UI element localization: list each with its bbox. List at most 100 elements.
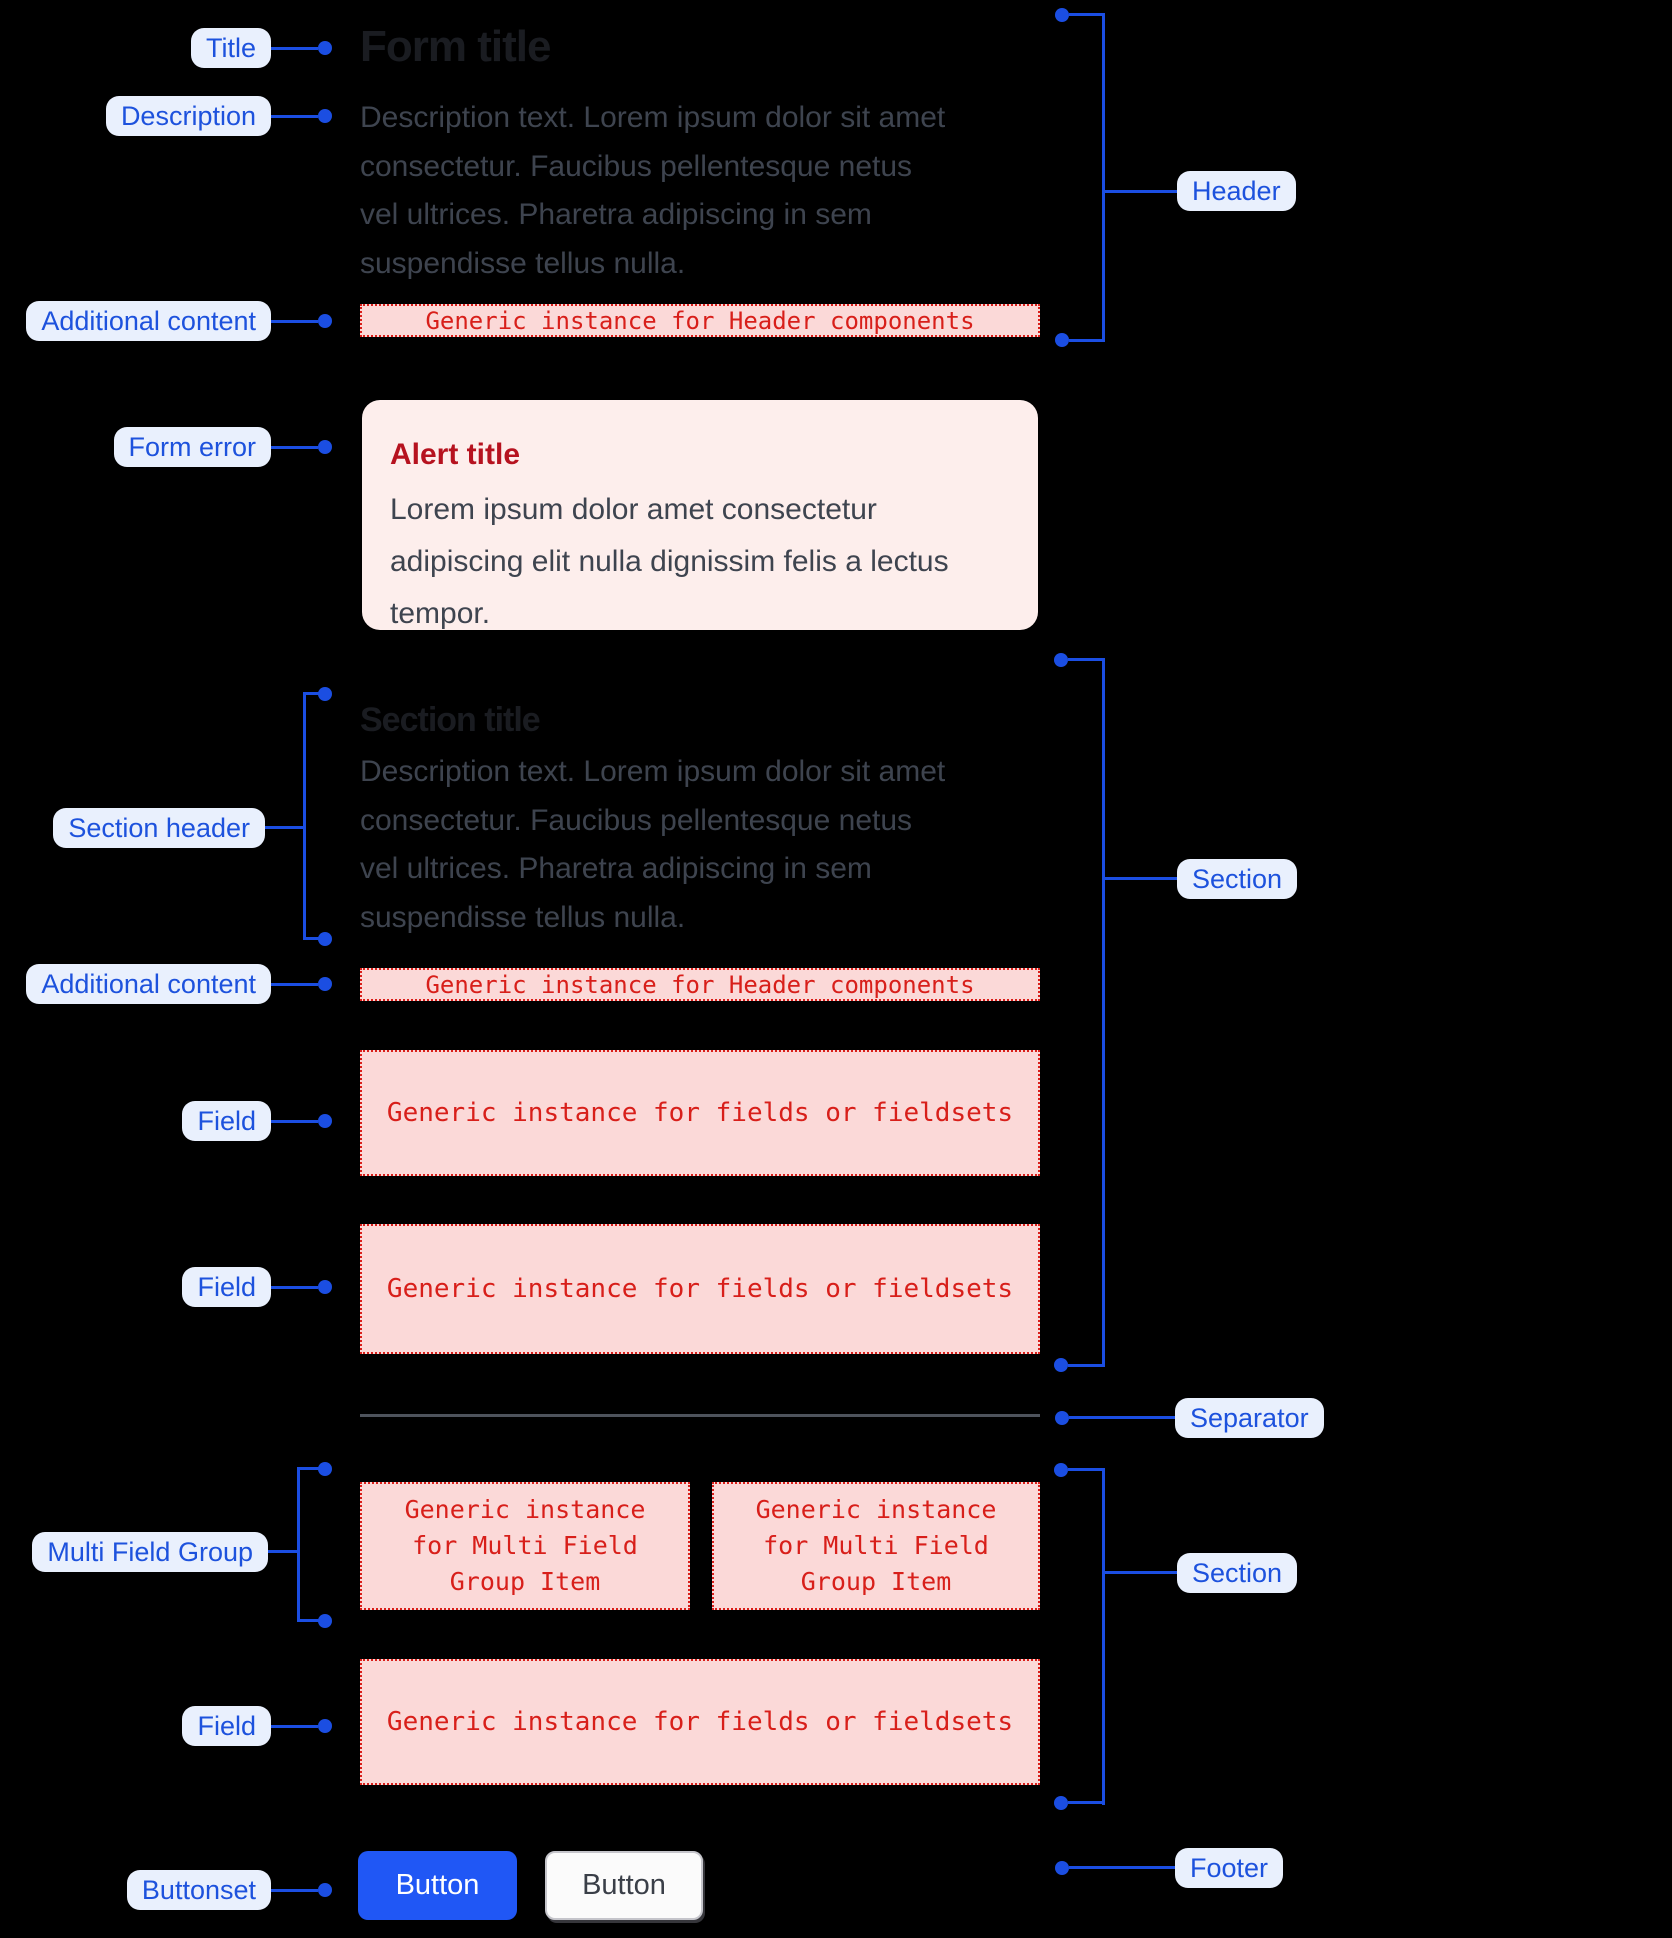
connector-dot	[318, 977, 332, 991]
alert-body-line: tempor.	[390, 597, 491, 630]
annotation-label-header: Header	[1177, 171, 1296, 211]
connector-line	[297, 1467, 325, 1470]
section-separator	[360, 1414, 1040, 1417]
annotation-additional-content-2: Additional content	[26, 964, 332, 1004]
annotation-label-section-header: Section header	[53, 808, 265, 848]
connector-line	[265, 826, 303, 829]
annotation-label-separator: Separator	[1175, 1398, 1324, 1438]
connector-dot	[318, 109, 332, 123]
annotation-label-additional-content: Additional content	[26, 964, 271, 1004]
connector-dot	[318, 314, 332, 328]
annotation-description: Description	[105, 96, 332, 136]
header-additional-content-placeholder: Generic instance for Header components	[360, 304, 1040, 337]
annotation-label-field: Field	[182, 1267, 271, 1307]
connector-dot	[1054, 1463, 1068, 1477]
multi-item-line: for Multi Field	[412, 1531, 638, 1560]
connector-line	[271, 982, 318, 986]
annotation-form-error: Form error	[113, 427, 332, 467]
connector-line	[1069, 339, 1105, 342]
connector-bracket	[297, 1469, 300, 1621]
section-title: Section title	[360, 701, 541, 739]
field-placeholder-1: Generic instance for fields or fieldsets	[360, 1050, 1040, 1176]
secondary-button[interactable]: Button	[545, 1851, 703, 1920]
alert-body: Lorem ipsum dolor amet consectetur adipi…	[390, 484, 1014, 640]
section-description-line: suspendisse tellus nulla.	[360, 900, 686, 934]
annotation-label-footer: Footer	[1175, 1848, 1284, 1888]
annotation-label-additional-content: Additional content	[26, 301, 271, 341]
connector-line	[1069, 13, 1105, 16]
connector-line	[1105, 1571, 1177, 1574]
multi-item-line: Group Item	[449, 1567, 601, 1596]
connector-line	[1068, 658, 1105, 661]
annotation-field-1: Field	[182, 1101, 332, 1141]
connector-line	[1069, 1866, 1175, 1869]
connector-line	[271, 1285, 318, 1289]
annotation-label-title: Title	[190, 28, 271, 68]
annotation-buttonset: Buttonset	[126, 1870, 332, 1910]
annotation-label-section: Section	[1177, 1553, 1298, 1593]
alert-body-line: adipiscing elit nulla dignissim felis a …	[390, 545, 949, 578]
connector-line	[271, 46, 318, 50]
field-placeholder-3: Generic instance for fields or fieldsets	[360, 1659, 1040, 1785]
annotation-field-3: Field	[182, 1706, 332, 1746]
connector-dot	[1054, 1796, 1068, 1810]
connector-line	[1068, 1801, 1105, 1804]
connector-bracket	[1102, 658, 1105, 1367]
connector-line	[1105, 877, 1177, 880]
connector-dot	[318, 1883, 332, 1897]
connector-dot	[318, 687, 332, 701]
connector-line	[271, 1888, 318, 1892]
section-description-line: vel ultrices. Pharetra adipiscing in sem	[360, 852, 872, 885]
section-description-line: consectetur. Faucibus pellentesque netus	[360, 803, 913, 837]
connector-dot	[1055, 1411, 1069, 1425]
section-description: Description text. Lorem ipsum dolor sit …	[360, 748, 945, 942]
connector-dot	[1055, 333, 1069, 347]
connector-line	[1068, 1364, 1105, 1367]
alert-title: Alert title	[390, 438, 521, 471]
form-description-line: suspendisse tellus nulla.	[360, 246, 686, 280]
connector-dot	[318, 1114, 332, 1128]
annotation-label-buttonset: Buttonset	[126, 1870, 271, 1910]
connector-dot	[1055, 1861, 1069, 1875]
multi-item-line: Generic instance	[404, 1495, 646, 1524]
connector-line	[271, 1119, 318, 1123]
annotation-label-field: Field	[182, 1101, 271, 1141]
connector-line	[1069, 1416, 1175, 1419]
annotation-label-multi-field-group: Multi Field Group	[32, 1532, 268, 1572]
connector-dot	[318, 41, 332, 55]
annotation-label-form-error: Form error	[113, 427, 271, 467]
annotation-label-description: Description	[105, 96, 271, 136]
annotation-label-field: Field	[182, 1706, 271, 1746]
section-description-line: Description text. Lorem ipsum dolor sit …	[360, 755, 946, 788]
form-description-line: consectetur. Faucibus pellentesque netus	[360, 149, 913, 183]
form-title: Form title	[360, 22, 551, 71]
primary-button[interactable]: Button	[358, 1851, 517, 1920]
annotation-additional-content-1: Additional content	[26, 301, 332, 341]
section-additional-content-placeholder: Generic instance for Header components	[360, 968, 1040, 1001]
connector-bracket	[1102, 1468, 1105, 1805]
annotation-field-2: Field	[182, 1267, 332, 1307]
connector-line	[271, 445, 318, 449]
connector-dot	[318, 1462, 332, 1476]
form-description-line: vel ultrices. Pharetra adipiscing in sem	[360, 198, 872, 231]
annotation-title: Title	[190, 28, 332, 68]
connector-line	[268, 1550, 297, 1553]
connector-line	[1068, 1468, 1105, 1471]
connector-line	[1105, 190, 1177, 193]
connector-line	[271, 114, 318, 118]
multi-field-group-item-placeholder-2: Generic instance for Multi Field Group I…	[712, 1482, 1040, 1610]
connector-dot	[318, 1280, 332, 1294]
connector-dot	[1054, 1358, 1068, 1372]
annotation-label-section: Section	[1177, 859, 1298, 899]
field-placeholder-2: Generic instance for fields or fieldsets	[360, 1224, 1040, 1354]
connector-line	[303, 937, 325, 940]
connector-line	[303, 692, 325, 695]
connector-dot	[318, 1719, 332, 1733]
connector-dot	[1055, 8, 1069, 22]
multi-item-line: Generic instance	[755, 1495, 997, 1524]
connector-line	[271, 1724, 318, 1728]
connector-line	[297, 1619, 325, 1622]
form-error-alert: Alert title Lorem ipsum dolor amet conse…	[362, 400, 1038, 630]
connector-bracket	[303, 694, 306, 940]
